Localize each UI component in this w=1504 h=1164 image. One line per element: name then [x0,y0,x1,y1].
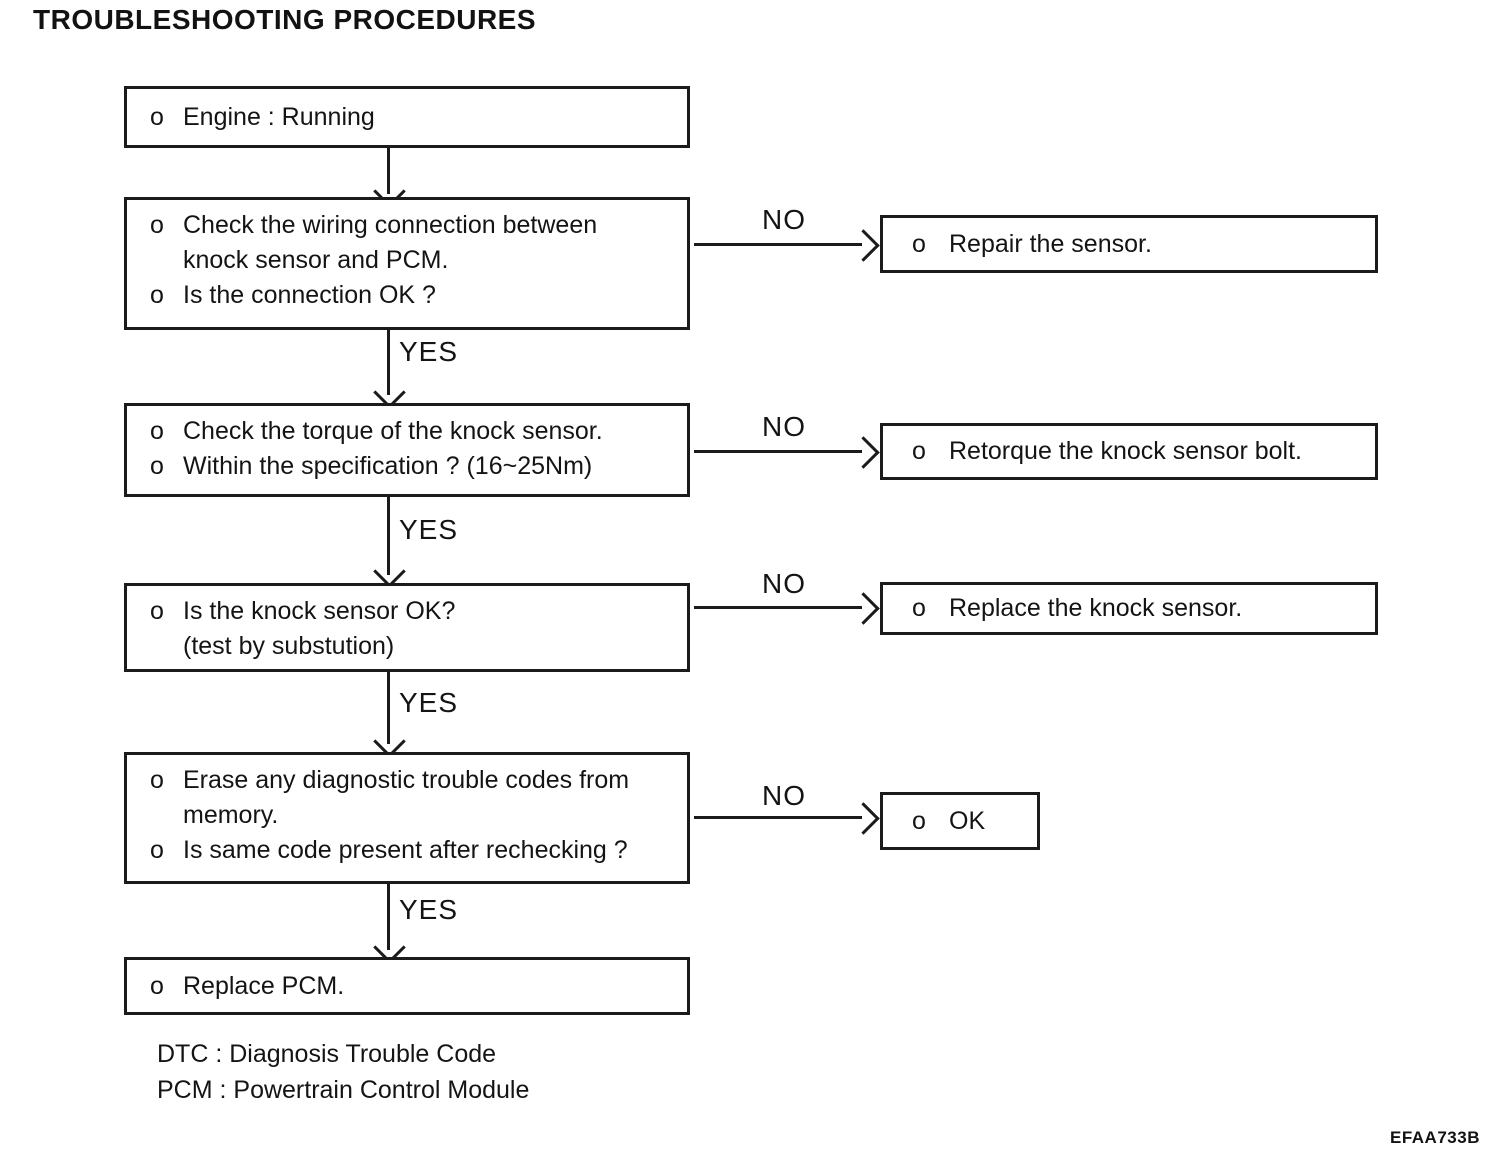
arrow-down-line-1 [387,148,390,194]
bullet-item: o Engine : Running [150,100,375,135]
step-line: Within the specification ? (16~25Nm) [183,452,593,480]
footnote-dtc: DTC : Diagnosis Trouble Code [157,1040,497,1068]
flow-step-replace-pcm: o Replace PCM. [124,957,690,1015]
bullet-marker: o [150,766,164,794]
no-label: NO [762,411,806,442]
action-repair-sensor: o Repair the sensor. [880,215,1378,273]
bullet-marker: o [150,281,164,309]
yes-label: YES [399,687,459,718]
no-label: NO [762,568,806,599]
bullet-item: o Within the specification ? (16~25Nm) [150,449,673,484]
bullet-marker: o [150,452,164,480]
step-line: Check the wiring connection between [183,211,598,239]
flow-step-check-torque: o Check the torque of the knock sensor. … [124,403,690,497]
bullet-item: o OK [912,804,985,839]
action-line: OK [949,806,986,835]
bullet-marker: o [912,594,926,622]
bullet-item: o Is same code present after rechecking … [150,833,673,868]
bullet-item: o Replace PCM. [150,969,344,1004]
flow-step-knock-sensor-ok: o Is the knock sensor OK? (test by subst… [124,583,690,672]
yes-label: YES [399,336,459,367]
page-title: TROUBLESHOOTING PROCEDURES [33,4,537,35]
step-line: Is the knock sensor OK? [183,597,456,625]
yes-label: YES [399,514,459,545]
bullet-marker: o [150,417,164,445]
bullet-marker: o [150,836,164,864]
bullet-marker: o [150,597,164,625]
no-arrow-line-3 [694,606,862,609]
bullet-item: o Retorque the knock sensor bolt. [912,434,1302,469]
action-line: Retorque the knock sensor bolt. [949,437,1302,465]
bullet-marker: o [912,806,926,835]
bullet-marker: o [150,102,164,131]
bullet-item: o Is the knock sensor OK? (test by subst… [150,594,673,664]
step-line: Replace PCM. [183,971,345,1000]
arrow-down-line-2 [387,330,390,395]
action-ok: o OK [880,792,1040,850]
bullet-marker: o [150,211,164,239]
no-label: NO [762,780,806,811]
arrow-down-line-5 [387,884,390,950]
action-line: Replace the knock sensor. [949,594,1243,622]
bullet-item: o Repair the sensor. [912,227,1152,262]
arrowhead-right-icon [847,802,880,835]
arrowhead-right-icon [847,592,880,625]
arrow-down-line-3 [387,497,390,575]
bullet-item: o Replace the knock sensor. [912,591,1242,626]
arrowhead-right-icon [847,436,880,469]
flow-step-erase-dtc: o Erase any diagnostic trouble codes fro… [124,752,690,884]
step-line: knock sensor and PCM. [183,246,449,274]
figure-code: EFAA733B [1390,1128,1480,1147]
footnote-pcm: PCM : Powertrain Control Module [157,1076,530,1104]
yes-label: YES [399,894,459,925]
bullet-item: o Is the connection OK ? [150,278,673,313]
step-line: Is the connection OK ? [183,281,436,309]
arrow-down-line-4 [387,672,390,744]
no-arrow-line-2 [694,450,862,453]
bullet-marker: o [912,437,926,465]
step-line: memory. [183,801,279,829]
bullet-marker: o [912,229,926,258]
footnotes: DTC : Diagnosis Trouble Code PCM : Power… [157,1036,529,1108]
step-line: Engine : Running [183,102,375,131]
flow-step-check-wiring: o Check the wiring connection between kn… [124,197,690,330]
bullet-item: o Check the wiring connection between kn… [150,208,673,278]
step-line: Erase any diagnostic trouble codes from [183,766,630,794]
flow-step-engine-running: o Engine : Running [124,86,690,148]
action-replace-sensor: o Replace the knock sensor. [880,582,1378,635]
bullet-item: o Erase any diagnostic trouble codes fro… [150,763,673,833]
step-line: Check the torque of the knock sensor. [183,417,603,445]
action-line: Repair the sensor. [949,229,1152,258]
arrowhead-right-icon [847,229,880,262]
step-line: Is same code present after rechecking ? [183,836,628,864]
action-retorque-bolt: o Retorque the knock sensor bolt. [880,423,1378,480]
step-line: (test by substution) [183,632,395,660]
no-label: NO [762,204,806,235]
no-arrow-line-4 [694,816,862,819]
no-arrow-line-1 [694,243,862,246]
bullet-item: o Check the torque of the knock sensor. [150,414,673,449]
bullet-marker: o [150,971,164,1000]
